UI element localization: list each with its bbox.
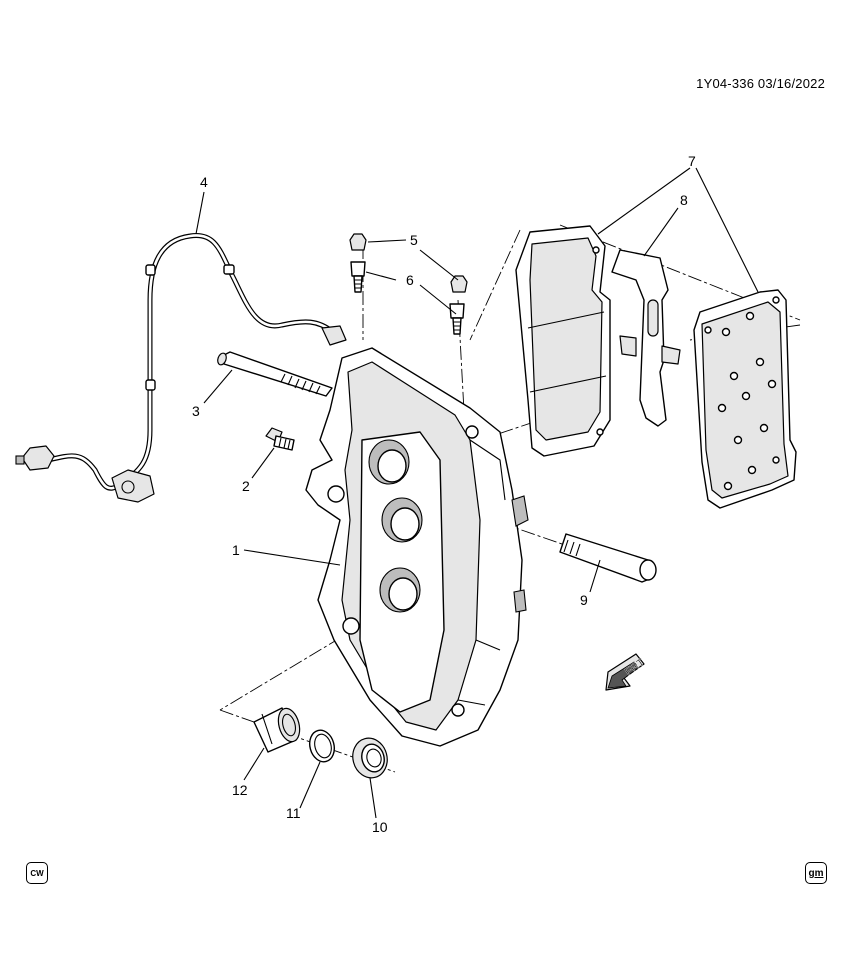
wheel-speed-sensor-harness[interactable] bbox=[15, 232, 347, 503]
callout-3: 3 bbox=[192, 403, 200, 419]
callout-9: 9 bbox=[580, 592, 588, 608]
bleeder-valve-a[interactable] bbox=[350, 261, 366, 293]
front-arrow-icon bbox=[607, 661, 639, 689]
bleeder-cap-a[interactable] bbox=[349, 233, 367, 251]
gm-logo-badge: gm bbox=[805, 862, 827, 884]
callout-4: 4 bbox=[200, 174, 208, 190]
brake-pad-inner[interactable] bbox=[515, 225, 611, 457]
diagram-reference: 1Y04-336 03/16/2022 bbox=[696, 76, 825, 91]
caliper-bolt-long[interactable] bbox=[216, 351, 333, 397]
callout-10: 10 bbox=[372, 819, 388, 835]
piston-seal[interactable] bbox=[306, 727, 337, 764]
callout-12: 12 bbox=[232, 782, 248, 798]
front-direction-indicator: FRT bbox=[605, 653, 647, 691]
caliper-piston[interactable] bbox=[253, 706, 303, 753]
piston-dust-boot[interactable] bbox=[348, 734, 391, 781]
bleeder-valve-b[interactable] bbox=[449, 303, 465, 335]
leader-lines bbox=[195, 167, 759, 819]
callout-2: 2 bbox=[242, 478, 250, 494]
callout-1: 1 bbox=[232, 542, 240, 558]
callout-5: 5 bbox=[410, 232, 418, 248]
caliper-bolt-short[interactable] bbox=[265, 427, 295, 451]
cw-badge: CW bbox=[26, 862, 48, 884]
brake-caliper-housing[interactable] bbox=[305, 347, 529, 747]
brake-pad-outer[interactable] bbox=[693, 289, 797, 509]
bleeder-cap-b[interactable] bbox=[450, 275, 468, 293]
callout-6: 6 bbox=[406, 272, 414, 288]
callout-11: 11 bbox=[286, 805, 301, 821]
pad-retainer-clip[interactable] bbox=[611, 249, 681, 427]
callout-8: 8 bbox=[680, 192, 688, 208]
callout-7: 7 bbox=[688, 153, 696, 169]
caliper-guide-pin[interactable] bbox=[559, 533, 657, 583]
